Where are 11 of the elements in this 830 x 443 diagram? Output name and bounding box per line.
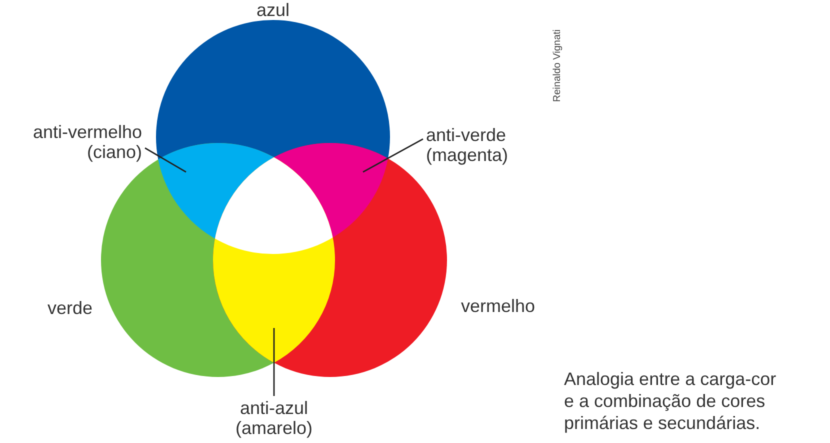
caption: Analogia entre a carga-cor e a combinação de cores primárias e secundárias. — [564, 368, 778, 434]
circle-label: vermelho — [460, 296, 536, 316]
leader-line — [273, 328, 275, 396]
credit-text: Reinaldo Vignati — [552, 28, 564, 102]
circle-label: azul — [255, 0, 291, 20]
callout-label: anti-verde (magenta) — [426, 125, 510, 165]
callout-label: anti-vermelho (ciano) — [32, 122, 142, 162]
leader-line — [362, 138, 424, 173]
callout-label: anti-azul (amarelo) — [234, 398, 314, 438]
circle-label: verde — [46, 298, 94, 318]
leader-line — [144, 147, 186, 173]
